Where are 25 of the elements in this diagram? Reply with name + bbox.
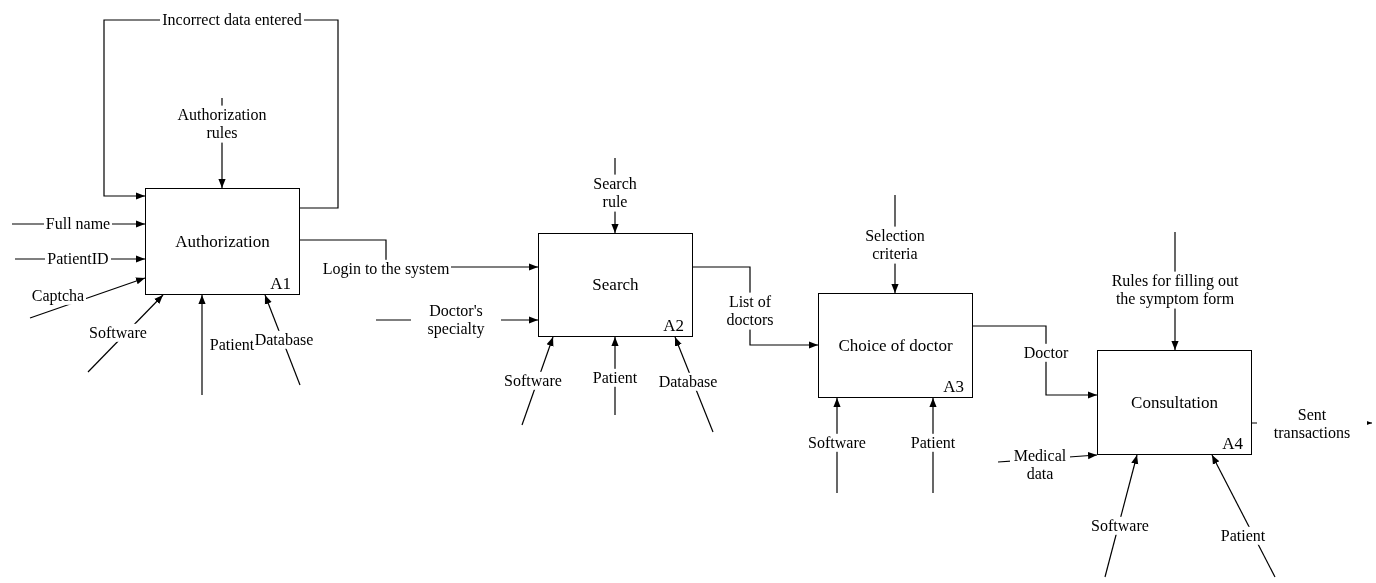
activity-box <box>145 188 300 295</box>
edge-label: Patient <box>590 368 640 388</box>
arrow <box>972 325 1098 399</box>
activity-box <box>538 233 693 337</box>
edge-label: Software <box>87 323 149 343</box>
activity-name: Choice of doctor <box>837 334 954 357</box>
node-number: A3 <box>943 375 964 397</box>
activity-box <box>818 293 973 398</box>
edge-label: Patient <box>1218 526 1268 546</box>
node-number: A1 <box>270 272 291 294</box>
edge-label: Software <box>1089 516 1151 536</box>
edge-label: Captcha <box>29 286 87 306</box>
edge-label: Patient <box>908 433 958 453</box>
node-number: A2 <box>663 314 684 336</box>
edge-label: Software <box>806 433 868 453</box>
activity-name: Authorization <box>174 230 271 253</box>
edge-label: Software <box>502 371 564 391</box>
edge-label: Database <box>656 372 720 392</box>
activity-name: Search <box>591 274 640 296</box>
arrow <box>198 294 206 396</box>
activity-name: Consultation <box>1130 391 1219 414</box>
edge-label: Doctor <box>1021 343 1071 363</box>
activity-box <box>1097 350 1252 455</box>
node-number: A4 <box>1222 432 1243 454</box>
edge-label: Login to the system <box>320 259 452 279</box>
